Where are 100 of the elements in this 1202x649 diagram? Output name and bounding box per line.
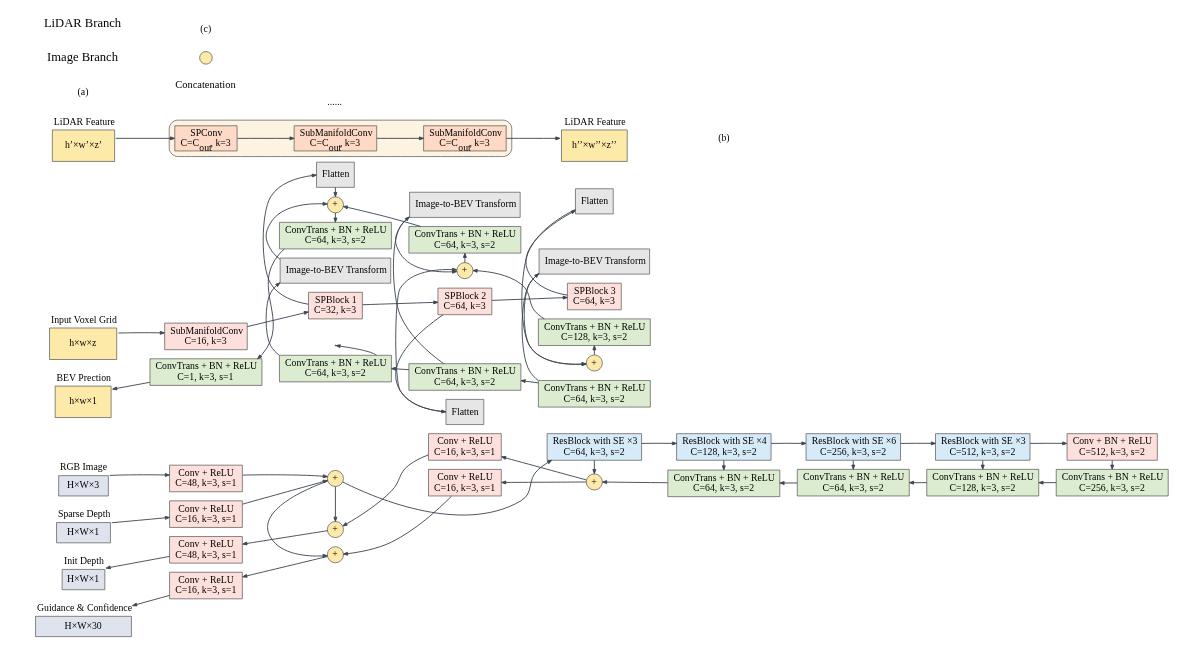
label: LiDAR Branch xyxy=(43,15,122,30)
arrow xyxy=(501,480,587,485)
arrow xyxy=(112,381,151,391)
node-box: ConvTrans + BN + ReLU C=256, k=3, s=2 xyxy=(1055,469,1169,497)
node-box: ConvTrans + BN + ReLU C=64, k=3, s=2 xyxy=(796,469,910,497)
node-box: ConvTrans + BN + ReLU C=128, k=3, s=2 xyxy=(926,469,1040,497)
node-box: ConvTrans + BN + ReLU C=64, k=3, s=2 xyxy=(408,363,522,391)
arrow xyxy=(1029,441,1068,446)
label: (a) xyxy=(77,85,89,97)
node-box: Conv + ReLU C=16, k=3, s=1 xyxy=(169,500,243,528)
label: (b) xyxy=(718,131,730,143)
arrow xyxy=(376,136,425,141)
arrow xyxy=(1038,480,1057,485)
arrow xyxy=(602,480,669,484)
arrow xyxy=(770,441,807,446)
arrow xyxy=(117,330,165,335)
arrow xyxy=(462,252,467,263)
arrow xyxy=(335,344,377,356)
node-box: ConvTrans + BN + ReLU C=64, k=3, s=2 xyxy=(538,380,651,408)
node-label: Sparse Depth xyxy=(57,508,111,520)
arrow xyxy=(393,216,445,365)
node-label: BEV Prection xyxy=(56,371,111,383)
arrow xyxy=(472,268,545,320)
node-box: Flatten xyxy=(575,188,614,215)
node-box: ResBlock with SE ×4 C=128, k=3, s=2 xyxy=(676,433,772,461)
node-box: ConvTrans + BN + ReLU C=64, k=3, s=2 xyxy=(279,222,392,250)
node-circle: + xyxy=(585,473,603,491)
arrow xyxy=(265,201,328,260)
node-label: LiDAR Feature xyxy=(564,115,626,127)
node-box: Conv + ReLU C=48, k=3, s=1 xyxy=(169,464,243,493)
node-label: Input Voxel Grid xyxy=(50,313,117,325)
node-box: ConvTrans + BN + ReLU C=128, k=3, s=2 xyxy=(538,318,651,346)
arrow xyxy=(333,186,338,198)
arrow xyxy=(342,205,422,227)
node-box: Flatten xyxy=(445,399,485,425)
node-box: ResBlock with SE ×3 C=512, k=3, s=2 xyxy=(935,433,1031,461)
node-box: ConvTrans + BN + ReLU C=1, k=3, s=1 xyxy=(149,358,263,386)
arrow xyxy=(491,295,568,301)
node-box: Conv + ReLU C=16, k=3, s=1 xyxy=(428,469,502,497)
arrow xyxy=(342,454,429,527)
node-circle: + xyxy=(327,470,344,487)
node-box: Image-to-BEV Transform xyxy=(538,248,650,275)
arrow xyxy=(105,555,170,570)
node-box: SubManifoldConv C=16, k=3 xyxy=(164,322,248,351)
node-box: Conv + ReLU C=48, k=3, s=1 xyxy=(169,536,243,564)
arrow xyxy=(333,486,338,522)
node-circle: + xyxy=(327,546,344,564)
legend-label: Concatenation xyxy=(175,79,236,91)
node-label: Guidance & Confidence xyxy=(36,601,133,613)
node-box: Image-to-BEV Transform xyxy=(279,257,392,284)
arrow xyxy=(262,173,317,305)
arrow xyxy=(520,379,539,384)
label: Image Branch xyxy=(47,49,118,64)
node-box: SPBlock 2 C=64, k=3 xyxy=(437,287,493,316)
arrow xyxy=(242,474,328,479)
node-circle: + xyxy=(327,196,344,214)
label: ...... xyxy=(327,95,343,107)
arrow xyxy=(333,212,338,223)
arrow xyxy=(395,216,458,274)
node-label: LiDAR Feature xyxy=(53,115,115,127)
node-box: Conv + BN + ReLU C=512, k=3, s=2 xyxy=(1066,433,1158,461)
arrow xyxy=(342,459,553,516)
node-label: Init Depth xyxy=(63,554,104,566)
arrow xyxy=(132,594,170,607)
arrow xyxy=(641,441,677,446)
arrow xyxy=(592,345,597,356)
node-box: Conv + ReLU C=16, k=3, s=1 xyxy=(169,571,243,600)
node-box: ConvTrans + BN + ReLU C=64, k=3, s=2 xyxy=(667,469,781,497)
node-circle: + xyxy=(327,521,344,538)
node-box: ResBlock with SE ×6 C=256, k=3, s=2 xyxy=(805,433,901,461)
arrow xyxy=(505,136,561,141)
arrow xyxy=(242,530,328,546)
arrow xyxy=(501,456,587,481)
arrow xyxy=(265,282,281,356)
node-box: SPBlock 1 C=32, k=3 xyxy=(308,291,363,320)
node-box: Conv + ReLU C=16, k=3, s=1 xyxy=(428,433,502,461)
node-box: ConvTrans + BN + ReLU C=64, k=3, s=2 xyxy=(279,354,392,383)
arrow xyxy=(236,136,295,141)
arrow xyxy=(721,459,726,471)
arrow xyxy=(109,473,170,477)
node-box: Image-to-BEV Transform xyxy=(409,191,521,218)
node-box: SPBlock 3 C=64, k=3 xyxy=(567,282,622,311)
arrow xyxy=(779,481,798,485)
arrow xyxy=(362,300,439,306)
arrow xyxy=(391,366,410,371)
arrow xyxy=(246,311,309,328)
arrow xyxy=(111,515,170,524)
node-box: ConvTrans + BN + ReLU C=64, k=3, s=2 xyxy=(408,226,522,254)
arrow xyxy=(242,556,328,578)
arrow xyxy=(908,480,928,485)
label: (c) xyxy=(200,23,212,35)
arrow xyxy=(343,495,452,556)
node-circle: + xyxy=(456,262,474,279)
node-circle: + xyxy=(585,354,603,372)
arrow xyxy=(395,267,458,413)
node-box: ResBlock with SE ×3 C=64, k=3, s=2 xyxy=(546,433,642,461)
arrow xyxy=(900,441,936,446)
arrow xyxy=(395,314,447,414)
arrow xyxy=(115,136,176,141)
node-box: Flatten xyxy=(316,161,355,188)
